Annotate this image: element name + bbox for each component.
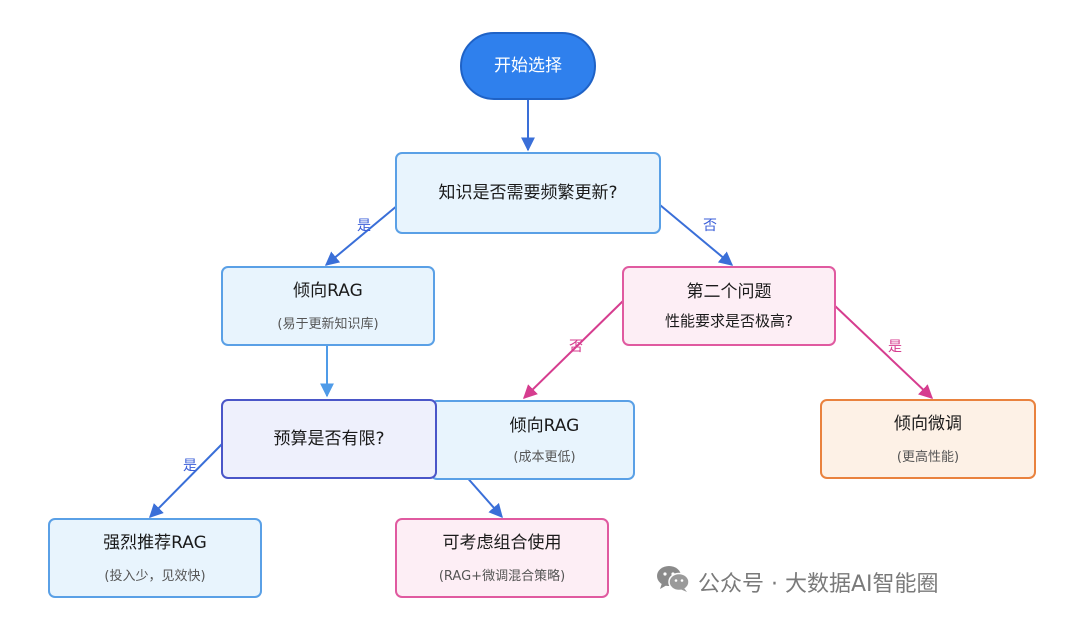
strong-rag-subtitle: (投入少，见效快): [104, 568, 206, 584]
question-knowledge-update-label: 知识是否需要频繁更新?: [438, 182, 618, 203]
strongly-recommend-rag-node: 强烈推荐RAG (投入少，见效快): [48, 518, 262, 598]
hybrid-strategy-node: 可考虑组合使用 (RAG+微调混合策略): [395, 518, 609, 598]
prefer-rag-lower-cost-node: 倾向RAG (成本更低): [430, 400, 635, 480]
prefer-finetune-node: 倾向微调 (更高性能): [820, 399, 1036, 479]
question-performance-subtitle: 性能要求是否极高?: [665, 311, 793, 330]
start-node: 开始选择: [460, 32, 596, 100]
prefer-rag-subtitle: (易于更新知识库): [277, 316, 379, 332]
question-budget-node: 预算是否有限?: [221, 399, 437, 479]
edge-label-q2-no: 否: [569, 339, 583, 355]
question-performance-node: 第二个问题 性能要求是否极高?: [622, 266, 836, 346]
strong-rag-title: 强烈推荐RAG: [103, 533, 207, 554]
edge-label-q1-yes: 是: [357, 218, 371, 234]
edge-label-budget-yes: 是: [183, 458, 197, 474]
hybrid-subtitle: (RAG+微调混合策略): [438, 568, 566, 584]
prefer-finetune-subtitle: (更高性能): [896, 449, 960, 465]
watermark-text: 公众号 · 大数据AI智能圈: [698, 572, 939, 597]
prefer-rag-easy-update-node: 倾向RAG (易于更新知识库): [221, 266, 435, 346]
start-label: 开始选择: [494, 55, 562, 76]
hybrid-title: 可考虑组合使用: [442, 533, 562, 554]
edge-q1-yes: [324, 204, 399, 266]
edge-budget-yes: [149, 439, 227, 518]
prefer-finetune-title: 倾向微调: [894, 414, 962, 435]
edge-q2-no: [523, 299, 625, 399]
wechat-icon: [656, 565, 690, 599]
edge-q2-yes: [833, 304, 934, 399]
prefer-rag-title: 倾向RAG: [293, 281, 363, 302]
edge-label-q2-yes: 是: [888, 339, 902, 355]
edge-label-q1-no: 否: [703, 218, 717, 234]
question-performance-title: 第二个问题: [686, 282, 772, 303]
prefer-rag-cost-subtitle: (成本更低): [513, 449, 576, 465]
edge-q1-no: [659, 204, 734, 266]
prefer-rag-cost-title: 倾向RAG: [509, 416, 580, 437]
watermark: 公众号 · 大数据AI智能圈: [656, 565, 939, 599]
question-knowledge-update-node: 知识是否需要频繁更新?: [395, 152, 661, 234]
question-budget-label: 预算是否有限?: [273, 428, 385, 449]
